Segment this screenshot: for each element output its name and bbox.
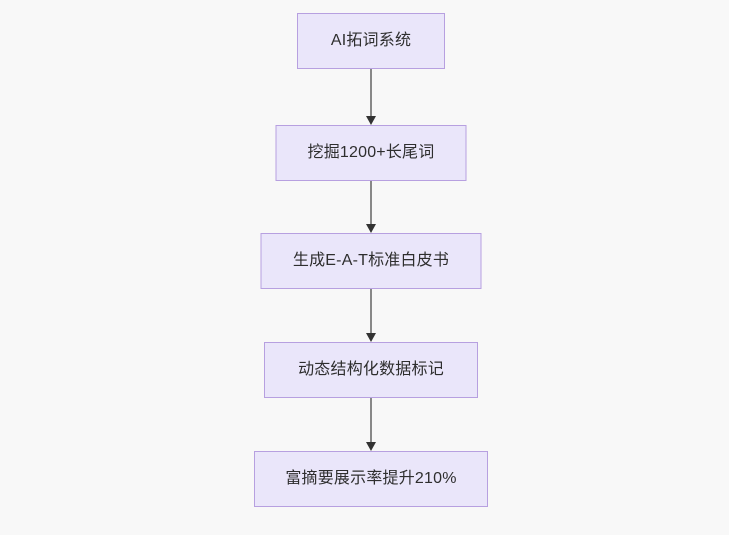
edge-line: [370, 398, 372, 443]
arrow-head-icon: [365, 224, 376, 233]
flow-node-label: 富摘要展示率提升210%: [285, 470, 457, 487]
flow-node-longtail-keywords[interactable]: 挖掘1200+长尾词: [275, 125, 467, 181]
arrow-head-icon: [365, 442, 376, 451]
flow-edge: [364, 181, 378, 233]
edge-line: [370, 289, 372, 334]
flow-node-label: 生成E-A-T标准白皮书: [292, 252, 450, 269]
arrow-head-icon: [365, 333, 376, 342]
flow-edge: [364, 398, 378, 451]
flow-node-eat-whitepaper[interactable]: 生成E-A-T标准白皮书: [260, 233, 482, 289]
flow-node-ai-keyword-system[interactable]: AI拓词系统: [297, 13, 445, 69]
flow-node-label: AI拓词系统: [330, 32, 412, 49]
edge-line: [370, 69, 372, 117]
flow-node-label: 挖掘1200+长尾词: [307, 144, 435, 161]
flow-edge: [364, 69, 378, 125]
arrow-head-icon: [365, 116, 376, 125]
flow-node-structured-data-markup[interactable]: 动态结构化数据标记: [264, 342, 478, 398]
flow-node-rich-snippet-result[interactable]: 富摘要展示率提升210%: [254, 451, 488, 507]
flow-node-label: 动态结构化数据标记: [298, 361, 444, 378]
flow-edge: [364, 289, 378, 342]
edge-line: [370, 181, 372, 225]
